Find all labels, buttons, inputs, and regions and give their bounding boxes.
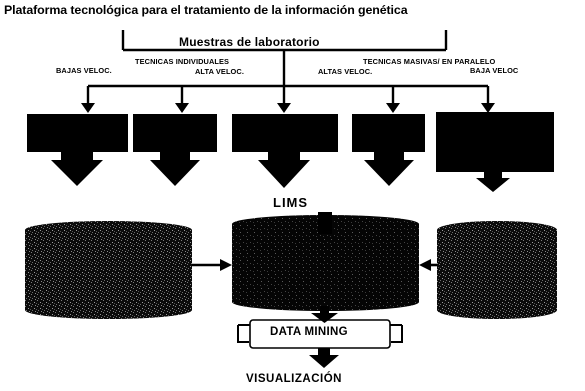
drop-arrow-5	[481, 86, 495, 113]
drop-arrow-3	[277, 86, 291, 113]
drop-arrow-1	[81, 86, 95, 113]
visualization-label: VISUALIZACIÓN	[246, 373, 342, 385]
distribution-arrows	[81, 86, 495, 113]
right-database-cylinder	[437, 221, 557, 319]
technique-block-4	[352, 114, 425, 186]
low-speed-right-label: BAJA VELOC	[470, 66, 519, 75]
lims-label: LIMS	[273, 195, 309, 210]
lims-database-cylinder	[232, 212, 419, 311]
technique-block-1	[27, 114, 128, 186]
technique-blocks	[27, 112, 554, 192]
technique-block-2	[133, 114, 217, 186]
left-database-cylinder	[25, 221, 192, 319]
drop-arrow-2	[175, 86, 189, 113]
low-speed-left-label: BAJAS VELOC.	[56, 66, 112, 75]
technique-block-5	[436, 112, 554, 192]
data-mining-label: DATA MINING	[270, 326, 348, 338]
mining-to-visualization-arrow	[309, 348, 339, 368]
left-to-lims-arrow	[192, 259, 232, 271]
individual-techniques-label: TECNICAS INDIVIDUALES	[135, 57, 230, 66]
technique-block-3	[232, 114, 338, 188]
lims-to-mining-arrow	[311, 306, 338, 323]
massive-techniques-label: TECNICAS MASIVAS/ EN PARALELO	[363, 57, 496, 66]
drop-arrow-4	[386, 86, 400, 113]
high-speed-right-label: ALTAS VELOC.	[318, 67, 373, 76]
high-speed-left-label: ALTA VELOC.	[195, 67, 244, 76]
samples-label: Muestras de laboratorio	[179, 35, 320, 49]
diagram-title: Plataforma tecnológica para el tratamien…	[4, 3, 408, 17]
right-to-lims-arrow	[419, 259, 437, 271]
